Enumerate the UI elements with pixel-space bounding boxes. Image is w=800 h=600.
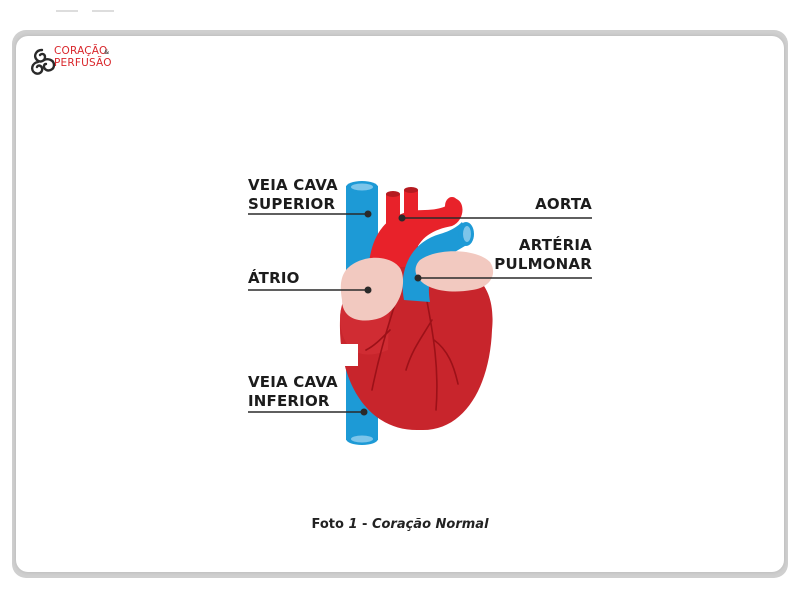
figure-caption: Foto 1 - Coração Normal (0, 517, 800, 532)
logo-text-line2: PERFUSÃO (54, 57, 112, 69)
tab-indicator (92, 10, 114, 12)
heart-illustration (248, 181, 592, 445)
label-aorta: AORTA (535, 195, 592, 213)
logo-text-line1: CORAÇÃO (54, 45, 108, 57)
left-atrium-shape (415, 251, 494, 292)
label-line: VEIA CAVA (248, 373, 338, 391)
leader-lines (248, 213, 592, 413)
label-line: PULMONAR (494, 255, 592, 273)
right-atrium-shape (340, 257, 404, 321)
label-superior-vena-cava: VEIA CAVA SUPERIOR (248, 176, 338, 214)
label-line: SUPERIOR (248, 195, 336, 213)
diagram-notch (336, 344, 358, 366)
logo-ampersand: & (104, 49, 110, 56)
label-line: VEIA CAVA (248, 176, 338, 194)
leader-markers (360, 210, 422, 416)
label-pulmonary-artery: ARTÉRIA PULMONAR (494, 236, 592, 274)
tab-indicator (56, 10, 78, 12)
label-line: INFERIOR (248, 392, 330, 410)
caption-separator: - (357, 517, 372, 532)
caption-prefix: Foto (311, 517, 349, 532)
spiral-logo-icon (30, 48, 56, 75)
caption-title: Coração Normal (371, 517, 489, 532)
caption-number: 1 (348, 517, 358, 532)
label-line: ARTÉRIA (518, 236, 592, 254)
label-inferior-vena-cava: VEIA CAVA INFERIOR (248, 373, 338, 411)
label-atrium: ÁTRIO (248, 269, 300, 287)
heart-diagram: VEIA CAVA SUPERIOR AORTA ARTÉRIA PULMONA… (240, 170, 600, 460)
